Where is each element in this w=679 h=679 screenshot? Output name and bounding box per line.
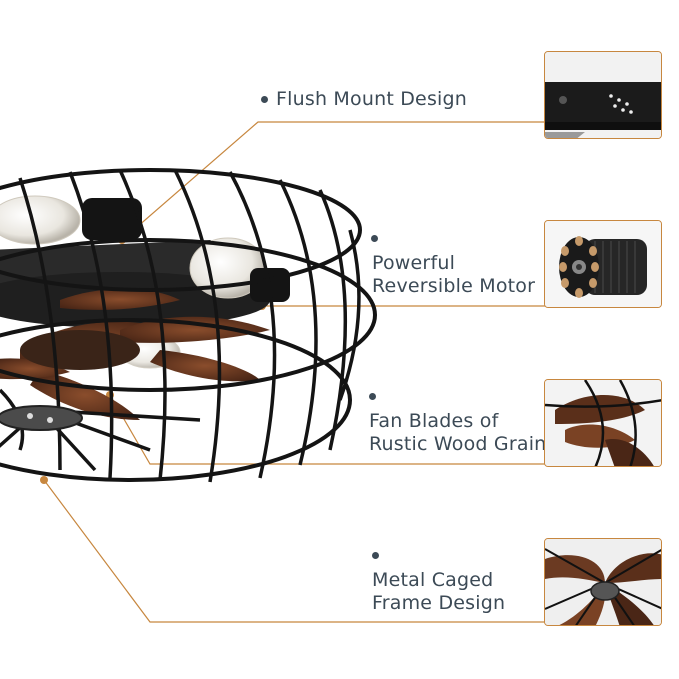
feature-line: Reversible Motor xyxy=(372,275,536,297)
feature-label-flush-mount: Flush Mount Design xyxy=(276,88,467,111)
motor-thumb-icon xyxy=(545,221,661,307)
cage-ribs xyxy=(0,169,361,483)
feature-line: Metal Caged xyxy=(372,569,494,591)
feature-label-motor: Powerful Reversible Motor xyxy=(372,252,535,298)
feature-line: Fan Blades of xyxy=(369,410,499,432)
thumb-flush-mount xyxy=(544,51,662,139)
blades-thumb-icon xyxy=(545,380,661,466)
fan-base-thumb-icon xyxy=(545,52,661,138)
bullet-dot xyxy=(372,552,379,559)
feature-line: Rustic Wood Grain xyxy=(369,433,547,455)
bullet-dot xyxy=(261,96,268,103)
feature-line: Frame Design xyxy=(372,592,506,614)
cage-rings xyxy=(0,168,377,482)
bullet-dot xyxy=(371,235,378,242)
feature-label-blades: Fan Blades of Rustic Wood Grain xyxy=(369,410,546,456)
feature-label-cage: Metal Caged Frame Design xyxy=(372,569,505,615)
feature-line: Flush Mount Design xyxy=(276,88,468,110)
bullet-dot xyxy=(369,393,376,400)
feature-line: Powerful xyxy=(372,252,456,274)
thumb-cage xyxy=(544,538,662,626)
thumb-blades xyxy=(544,379,662,467)
thumb-motor xyxy=(544,220,662,308)
cage-thumb-icon xyxy=(545,539,661,625)
